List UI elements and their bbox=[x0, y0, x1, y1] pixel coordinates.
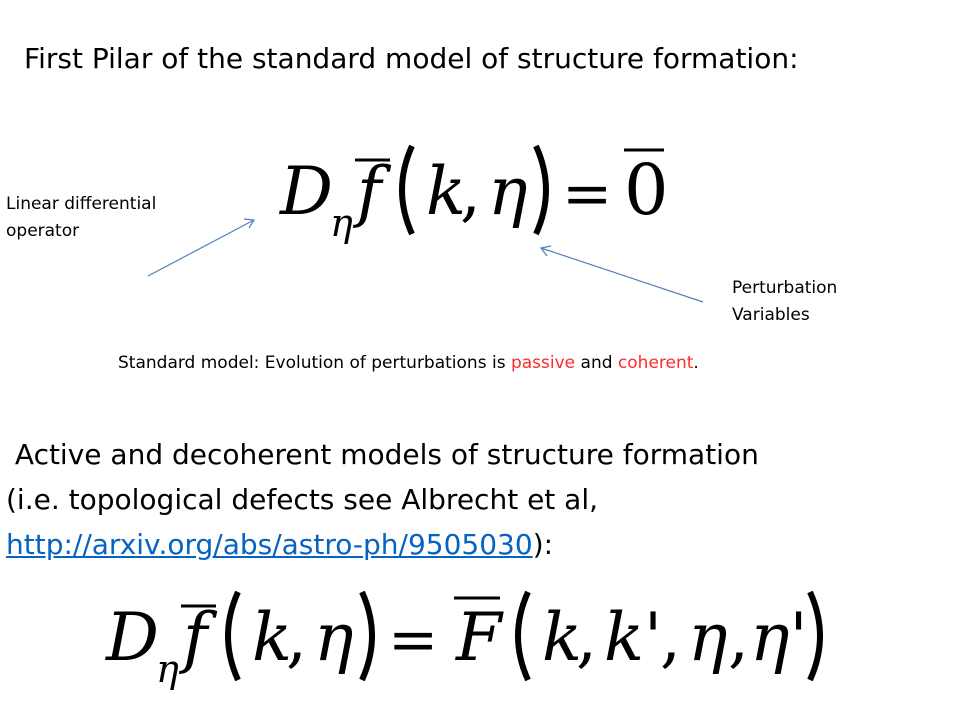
eq2-comma3: , bbox=[660, 599, 681, 676]
eq2-open-paren bbox=[225, 590, 241, 682]
arrow-to-variables bbox=[539, 245, 704, 303]
active-models-line1: Active and decoherent models of structur… bbox=[6, 438, 759, 471]
linear-operator-label-line1: Linear differential bbox=[6, 194, 157, 214]
eq2-comma2: , bbox=[576, 599, 597, 676]
eq1-subscript-eta: η bbox=[330, 201, 353, 245]
eq2-etaprime: η' bbox=[750, 599, 808, 676]
eq1-k: k bbox=[426, 153, 466, 230]
active-models-line3-suffix: ): bbox=[532, 528, 554, 561]
eq1-operator-D: D bbox=[279, 153, 333, 230]
eq2-f: f bbox=[178, 599, 218, 676]
linear-operator-label-line2: operator bbox=[6, 221, 80, 241]
eq2-operator-D: D bbox=[105, 599, 159, 676]
eq1-close-paren bbox=[533, 144, 549, 236]
eq1-f: f bbox=[352, 153, 392, 230]
standard-model-prefix: Standard model: Evolution of perturbatio… bbox=[118, 353, 511, 373]
standard-model-middle: and bbox=[575, 353, 618, 373]
arxiv-link[interactable]: http://arxiv.org/abs/astro-ph/9505030 bbox=[6, 528, 533, 561]
eq2-k: k bbox=[252, 599, 292, 676]
eq1-open-paren bbox=[399, 144, 415, 236]
eq2-k2: k bbox=[542, 599, 582, 676]
eq2-eta: η bbox=[314, 599, 354, 676]
equation-passive: D η f k , η = 0 bbox=[279, 144, 669, 245]
eq2-kprime: k' bbox=[604, 599, 662, 676]
eq2-equals: = bbox=[388, 605, 438, 675]
eq2-comma1: , bbox=[286, 599, 307, 676]
active-models-line3: http://arxiv.org/abs/astro-ph/9505030): bbox=[6, 522, 759, 567]
coherent-word: coherent bbox=[617, 353, 694, 373]
perturbation-variables-label-line1: Perturbation bbox=[732, 278, 838, 298]
linear-operator-label: Linear differential operator bbox=[6, 191, 156, 245]
eq1-equals: = bbox=[562, 159, 612, 229]
standard-model-statement: Standard model: Evolution of perturbatio… bbox=[118, 353, 699, 373]
eq2-close-paren bbox=[359, 590, 375, 682]
passive-word: passive bbox=[510, 353, 576, 373]
equation-active: D η f k , η = F k , k' , η , η' bbox=[105, 590, 823, 691]
eq2-subscript-eta: η bbox=[156, 647, 179, 691]
eq1-zero: 0 bbox=[624, 149, 669, 231]
perturbation-variables-label: Perturbation Variables bbox=[732, 275, 837, 329]
arrow-to-operator bbox=[147, 218, 256, 277]
eq2-comma4: , bbox=[728, 599, 749, 676]
eq2-eta2: η bbox=[688, 599, 728, 676]
eq1-eta: η bbox=[488, 153, 528, 230]
standard-model-suffix: . bbox=[693, 353, 699, 373]
eq1-comma: , bbox=[460, 153, 481, 230]
eq2-open-paren2 bbox=[515, 590, 531, 682]
eq2-F: F bbox=[455, 599, 504, 676]
active-models-paragraph: Active and decoherent models of structur… bbox=[6, 432, 759, 567]
slide-title: First Pilar of the standard model of str… bbox=[24, 42, 799, 75]
eq2-close-paren2 bbox=[807, 590, 823, 682]
active-models-line2: (i.e. topological defects see Albrecht e… bbox=[6, 483, 599, 516]
perturbation-variables-label-line2: Variables bbox=[732, 305, 810, 325]
